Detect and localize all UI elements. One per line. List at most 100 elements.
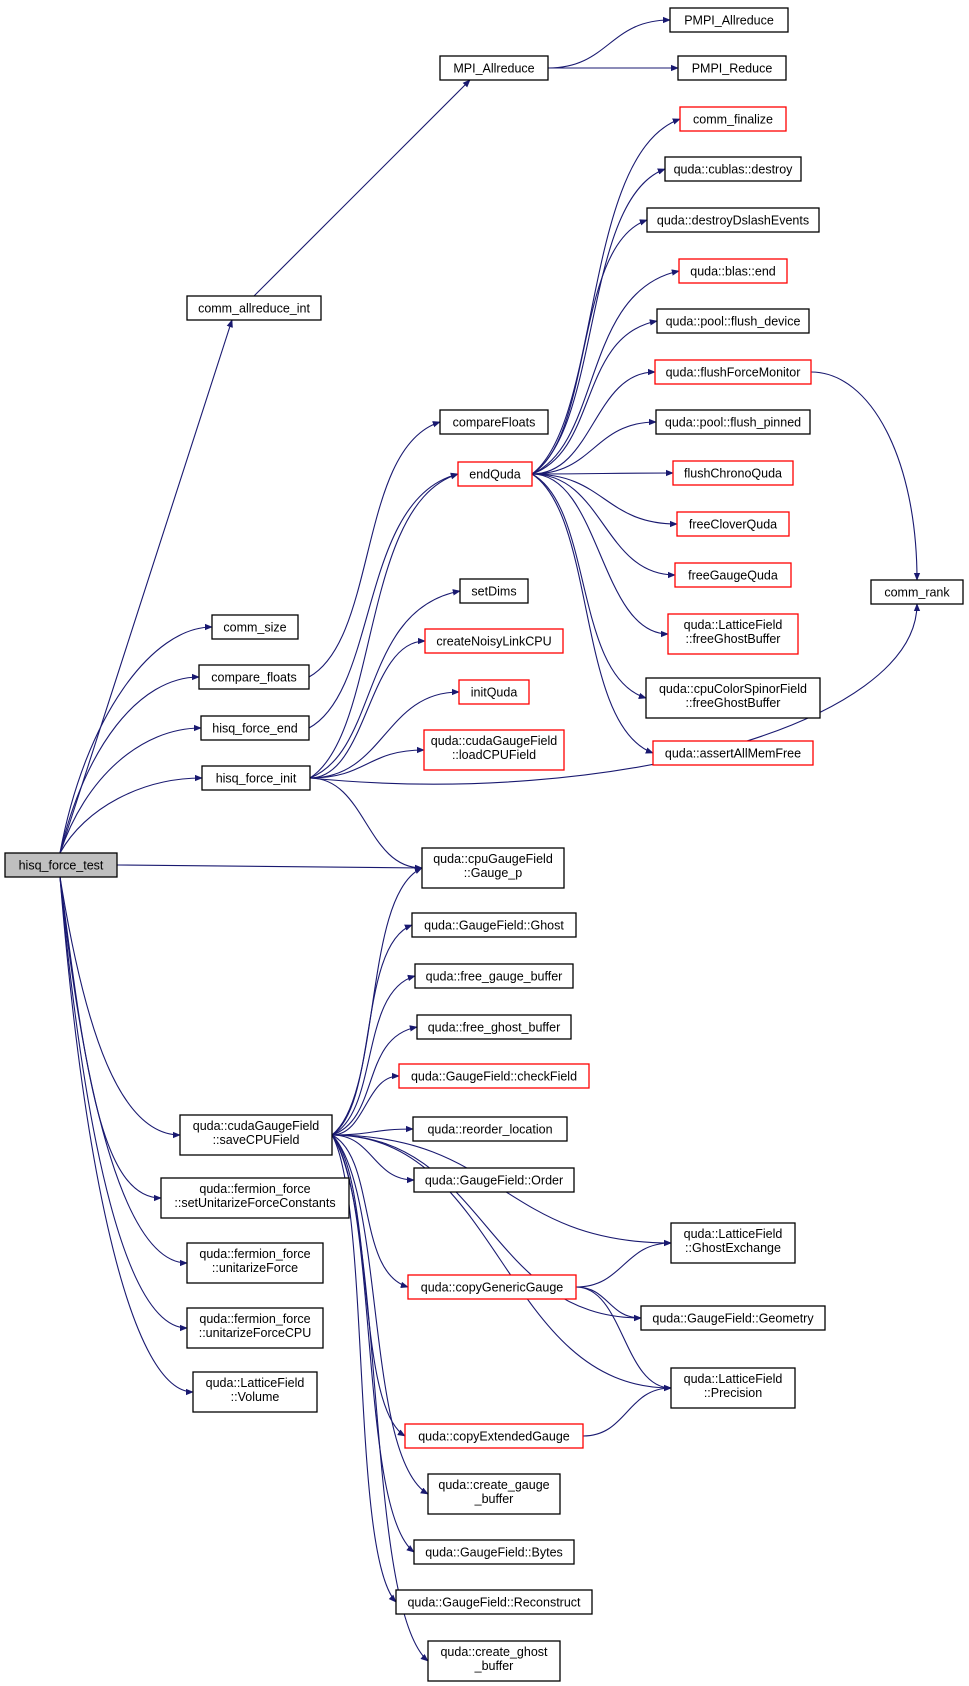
node-box [676,511,790,537]
node-label: comm_rank [884,586,950,600]
node-comm-finalize[interactable]: comm_finalize [679,106,787,132]
node-ghost[interactable]: quda::GaugeField::Ghost [411,912,577,938]
node-box [398,1063,590,1089]
node-label: MPI_Allreduce [453,62,534,76]
node-comm-allreduce-int[interactable]: comm_allreduce_int [186,295,322,321]
node-label: hisq_force_end [212,722,298,736]
node-free-ghost-buffer[interactable]: quda::free_ghost_buffer [416,1014,572,1040]
node-blas-end[interactable]: quda::blas::end [678,258,788,284]
node-label: ::setUnitarizeForceConstants [174,1196,335,1210]
edge-savecpufield-to-gauge-p [331,867,423,1136]
node-box [459,578,529,604]
node-box [439,409,549,435]
node-ghostexchange[interactable]: quda::LatticeField::GhostExchange [670,1222,796,1264]
node-create-gauge-buffer[interactable]: quda::create_gauge_buffer [427,1473,561,1515]
node-flushforcemonitor[interactable]: quda::flushForceMonitor [654,359,812,385]
node-label: quda::blas::end [690,265,776,279]
node-assertallmemfree[interactable]: quda::assertAllMemFree [652,740,814,766]
node-endquda[interactable]: endQuda [457,461,533,487]
edge-savecpufield-to-free-gauge-buffer [331,974,416,1136]
edge-hisq-force-init-to-createnoisylinkcpu [309,637,426,779]
node-setunitarizeforceconstants[interactable]: quda::fermion_force::setUnitarizeForceCo… [160,1177,350,1219]
node-comparefloats[interactable]: compareFloats [439,409,549,435]
node-create-ghost-buffer[interactable]: quda::create_ghost_buffer [427,1640,561,1682]
node-label: quda::GaugeField::Order [425,1174,563,1188]
node-box [670,1367,796,1409]
edge-endquda-to-destroydslashevents [531,219,648,475]
edges-layer [59,16,921,1662]
node-hisq-force-init[interactable]: hisq_force_init [201,765,311,791]
node-mpi-allreduce[interactable]: MPI_Allreduce [439,55,549,81]
node-gauge-p[interactable]: quda::cpuGaugeField::Gauge_p [421,847,565,889]
node-unitarizeforce[interactable]: quda::fermion_force::unitarizeForce [186,1242,324,1284]
node-initquda[interactable]: initQuda [458,679,530,705]
node-volume[interactable]: quda::LatticeField::Volume [192,1371,318,1413]
node-free-gauge-buffer[interactable]: quda::free_gauge_buffer [414,963,574,989]
node-flushchronoquda[interactable]: flushChronoQuda [672,460,794,486]
node-comm-rank[interactable]: comm_rank [870,579,964,605]
node-bytes[interactable]: quda::GaugeField::Bytes [413,1539,575,1565]
node-box [4,852,118,878]
node-freecloverquda[interactable]: freeCloverQuda [676,511,790,537]
node-pool-flush-device[interactable]: quda::pool::flush_device [656,308,810,334]
node-label: quda::cpuColorSpinorField [659,682,807,696]
node-comm-size[interactable]: comm_size [211,614,299,640]
node-copyextendedgauge[interactable]: quda::copyExtendedGauge [404,1423,584,1449]
node-order[interactable]: quda::GaugeField::Order [413,1167,575,1193]
node-label: quda::create_ghost [440,1645,548,1659]
edge-endquda-to-freecloverquda [531,473,678,528]
node-createnoisylinkcpu[interactable]: createNoisyLinkCPU [424,628,564,654]
nodes-layer: hisq_force_test comm_allreduce_int MPI_All… [4,7,964,1682]
node-label: quda::GaugeField::checkField [411,1070,577,1084]
node-label: quda::copyExtendedGauge [418,1430,570,1444]
node-label: quda::LatticeField [684,1372,783,1386]
edge-hisq-force-test-to-compare-floats [59,673,200,854]
node-label: hisq_force_init [216,772,297,786]
node-label: compareFloats [453,416,536,430]
node-unitarizeforcecpu[interactable]: quda::fermion_force::unitarizeForceCPU [186,1307,324,1349]
node-pool-flush-pinned[interactable]: quda::pool::flush_pinned [655,409,811,435]
node-pmpi-allreduce[interactable]: PMPI_Allreduce [669,7,789,33]
node-compare-floats[interactable]: compare_floats [198,664,310,690]
edge-hisq-force-init-to-comm-rank [309,603,921,785]
edge-endquda-to-comm-finalize [531,118,681,475]
node-hisq-force-end[interactable]: hisq_force_end [200,715,310,741]
node-geometry[interactable]: quda::GaugeField::Geometry [640,1305,826,1331]
edge-hisq-force-init-to-gauge-p [309,777,423,872]
node-reorder-location[interactable]: quda::reorder_location [412,1116,568,1142]
node-box [870,579,964,605]
node-setdims[interactable]: setDims [459,578,529,604]
node-cublas-destroy[interactable]: quda::cublas::destroy [664,156,802,182]
node-label: _buffer [474,1492,514,1506]
node-box [669,7,789,33]
node-precision[interactable]: quda::LatticeField::Precision [670,1367,796,1409]
node-label: hisq_force_test [19,859,104,873]
node-reconstruct[interactable]: quda::GaugeField::Reconstruct [395,1589,593,1615]
node-latticefield-freeghostbuffer[interactable]: quda::LatticeField::freeGhostBuffer [667,613,799,655]
node-copygenericgauge[interactable]: quda::copyGenericGauge [407,1274,577,1300]
node-box [640,1305,826,1331]
edge-savecpufield-to-copygenericgauge [331,1134,409,1289]
node-label: quda::cudaGaugeField [431,734,558,748]
node-box [395,1589,593,1615]
node-label: ::unitarizeForce [212,1261,298,1275]
node-box [407,1274,577,1300]
node-box [427,1640,561,1682]
edge-hisq-force-init-to-endquda [309,473,459,779]
node-destroydslashevents[interactable]: quda::destroyDslashEvents [646,207,820,233]
node-hisq-force-test[interactable]: hisq_force_test [4,852,118,878]
edge-copyextendedgauge-to-precision [582,1384,672,1437]
node-pmpi-reduce[interactable]: PMPI_Reduce [677,55,787,81]
node-label: comm_allreduce_int [198,302,310,316]
node-checkfield[interactable]: quda::GaugeField::checkField [398,1063,590,1089]
node-label: quda::pool::flush_device [666,315,801,329]
node-cpucolorspinor-freeghostbuffer[interactable]: quda::cpuColorSpinorField::freeGhostBuff… [645,677,821,719]
node-label: quda::destroyDslashEvents [657,214,809,228]
edge-hisq-force-init-to-loadcpufield [309,746,425,779]
node-savecpufield[interactable]: quda::cudaGaugeField::saveCPUField [179,1114,333,1156]
node-label: freeCloverQuda [689,518,777,532]
node-loadcpufield[interactable]: quda::cudaGaugeField::loadCPUField [423,729,565,771]
node-freegaugequda[interactable]: freeGaugeQuda [674,562,792,588]
node-box [652,740,814,766]
node-label: quda::free_ghost_buffer [428,1021,561,1035]
